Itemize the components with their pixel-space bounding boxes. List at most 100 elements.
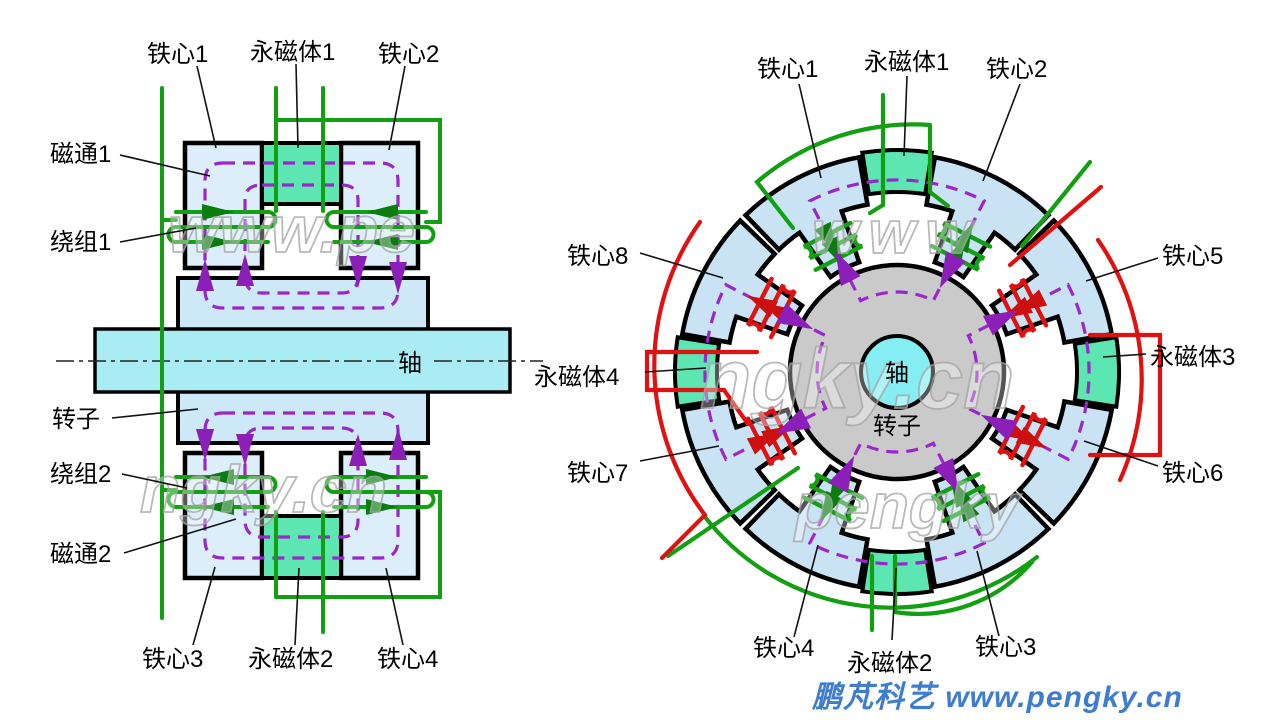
coil-arrow: [814, 221, 837, 253]
leader-line: [891, 567, 897, 641]
label-r-magnet4: 永磁体4: [534, 364, 619, 391]
leader-line: [119, 154, 211, 177]
flux-loop: [807, 178, 987, 303]
label-r-core4: 铁心4: [753, 635, 814, 662]
label-r-core1: 铁心1: [757, 56, 818, 83]
coil-arrow: [202, 499, 234, 515]
label-r-core5: 铁心5: [1162, 243, 1223, 270]
label-core3: 铁心3: [142, 646, 203, 673]
connection-wire: [665, 465, 801, 559]
leader-line: [644, 367, 707, 373]
watermark-text: ngky.cn: [700, 332, 1014, 426]
watermark-text: www.pe: [168, 192, 415, 266]
label-core2: 铁心2: [378, 41, 439, 68]
label-r-magnet2: 永磁体2: [847, 650, 932, 677]
flux-arrow-down: [389, 262, 407, 294]
leader-line: [294, 567, 300, 646]
flux-2-inner: [243, 426, 360, 539]
label-r-core3: 铁心3: [975, 634, 1036, 661]
flux-arrow-up: [349, 434, 367, 466]
flux-loop: [966, 282, 1091, 462]
right-radial-section-diagram: [644, 92, 1163, 633]
flux-1-inner: [243, 183, 360, 295]
flux-arrow: [835, 250, 861, 287]
label-core1: 铁心1: [147, 41, 208, 68]
leader-line: [385, 567, 404, 646]
coil-arrow: [366, 234, 398, 250]
watermark-text: www: [812, 199, 982, 266]
coil-arrows-left: [202, 204, 398, 515]
watermark-layer: www.pe ngky.cn www ngky.cn pengky: [139, 191, 1023, 543]
flux-arrow: [775, 408, 812, 434]
leader-line: [1083, 440, 1159, 467]
wire-bottom-loop: [274, 490, 442, 599]
leader-line: [1102, 353, 1147, 358]
flux-arrows-left: [196, 254, 407, 466]
flux-2-outer: [203, 411, 400, 560]
leader-line: [123, 518, 237, 554]
leader-line: [798, 83, 822, 179]
label-magnet2: 永磁体2: [248, 646, 333, 673]
flux-arrow-up: [389, 428, 407, 460]
magnet-3-shape: [1072, 335, 1122, 409]
stator-units: [672, 147, 1122, 597]
coil-arrow: [1015, 426, 1047, 449]
leader-line: [793, 544, 819, 638]
coil-arrow: [951, 222, 974, 254]
flux-arrow-down: [236, 434, 254, 466]
coil-arrow: [1016, 289, 1048, 312]
connection-wire: [1095, 237, 1144, 483]
label-r-magnet1: 永磁体1: [864, 49, 949, 76]
connection-wire: [927, 122, 951, 209]
leader-line: [196, 65, 217, 149]
leader-line: [192, 566, 216, 646]
winding-1-coil-a: [166, 210, 278, 244]
shaft-circle: [859, 334, 935, 410]
leader-line: [976, 550, 1000, 637]
coil-arrow: [747, 295, 779, 318]
flux-arrow-down: [349, 256, 367, 288]
leader-line: [903, 75, 908, 157]
label-r-rotor: 转子: [873, 413, 921, 440]
flux-loop: [703, 282, 828, 462]
coil-arrow: [366, 469, 398, 485]
coil-arrow: [820, 490, 843, 522]
leader-line: [1085, 257, 1159, 282]
connection-wire: [644, 349, 760, 427]
magnet-1-shape: [860, 147, 934, 197]
leader-line: [982, 83, 1021, 182]
winding-2-coil-b: [324, 475, 436, 509]
label-r-magnet3: 永磁体3: [1150, 344, 1235, 371]
leader-line: [388, 65, 406, 151]
label-shaft: 轴: [398, 350, 422, 377]
coil-arrow: [746, 432, 778, 455]
flux-arrow-up: [196, 259, 214, 291]
connection-wire: [702, 514, 1040, 610]
flux-arrow: [980, 414, 1018, 441]
leader-line: [639, 445, 720, 462]
label-magnet1: 永磁体1: [250, 39, 335, 66]
coil-arrow: [202, 469, 234, 485]
watermark-text: pengky: [793, 470, 1022, 542]
label-r-core2: 铁心2: [986, 56, 1047, 83]
watermark-text: ngky.cn: [140, 452, 387, 526]
label-r-shaft: 轴: [885, 360, 909, 387]
label-core4: 铁心4: [377, 646, 438, 673]
coil-arrow: [366, 204, 398, 220]
coil-arrow: [202, 204, 234, 220]
label-r-core8: 铁心8: [567, 243, 628, 270]
connection-wire: [867, 92, 886, 216]
flux-arrow: [939, 251, 966, 289]
leader-line: [119, 227, 197, 243]
coil-arrow: [202, 234, 234, 250]
connection-wire: [652, 219, 708, 561]
winding-2-coil-a: [166, 475, 278, 509]
label-r-core7: 铁心7: [567, 460, 628, 487]
label-flux2: 磁通2: [50, 541, 111, 568]
winding-1-coil-b: [324, 210, 436, 244]
connection-wire: [892, 553, 1035, 616]
label-winding2: 绕组2: [50, 461, 111, 488]
coil-arrow: [366, 499, 398, 515]
